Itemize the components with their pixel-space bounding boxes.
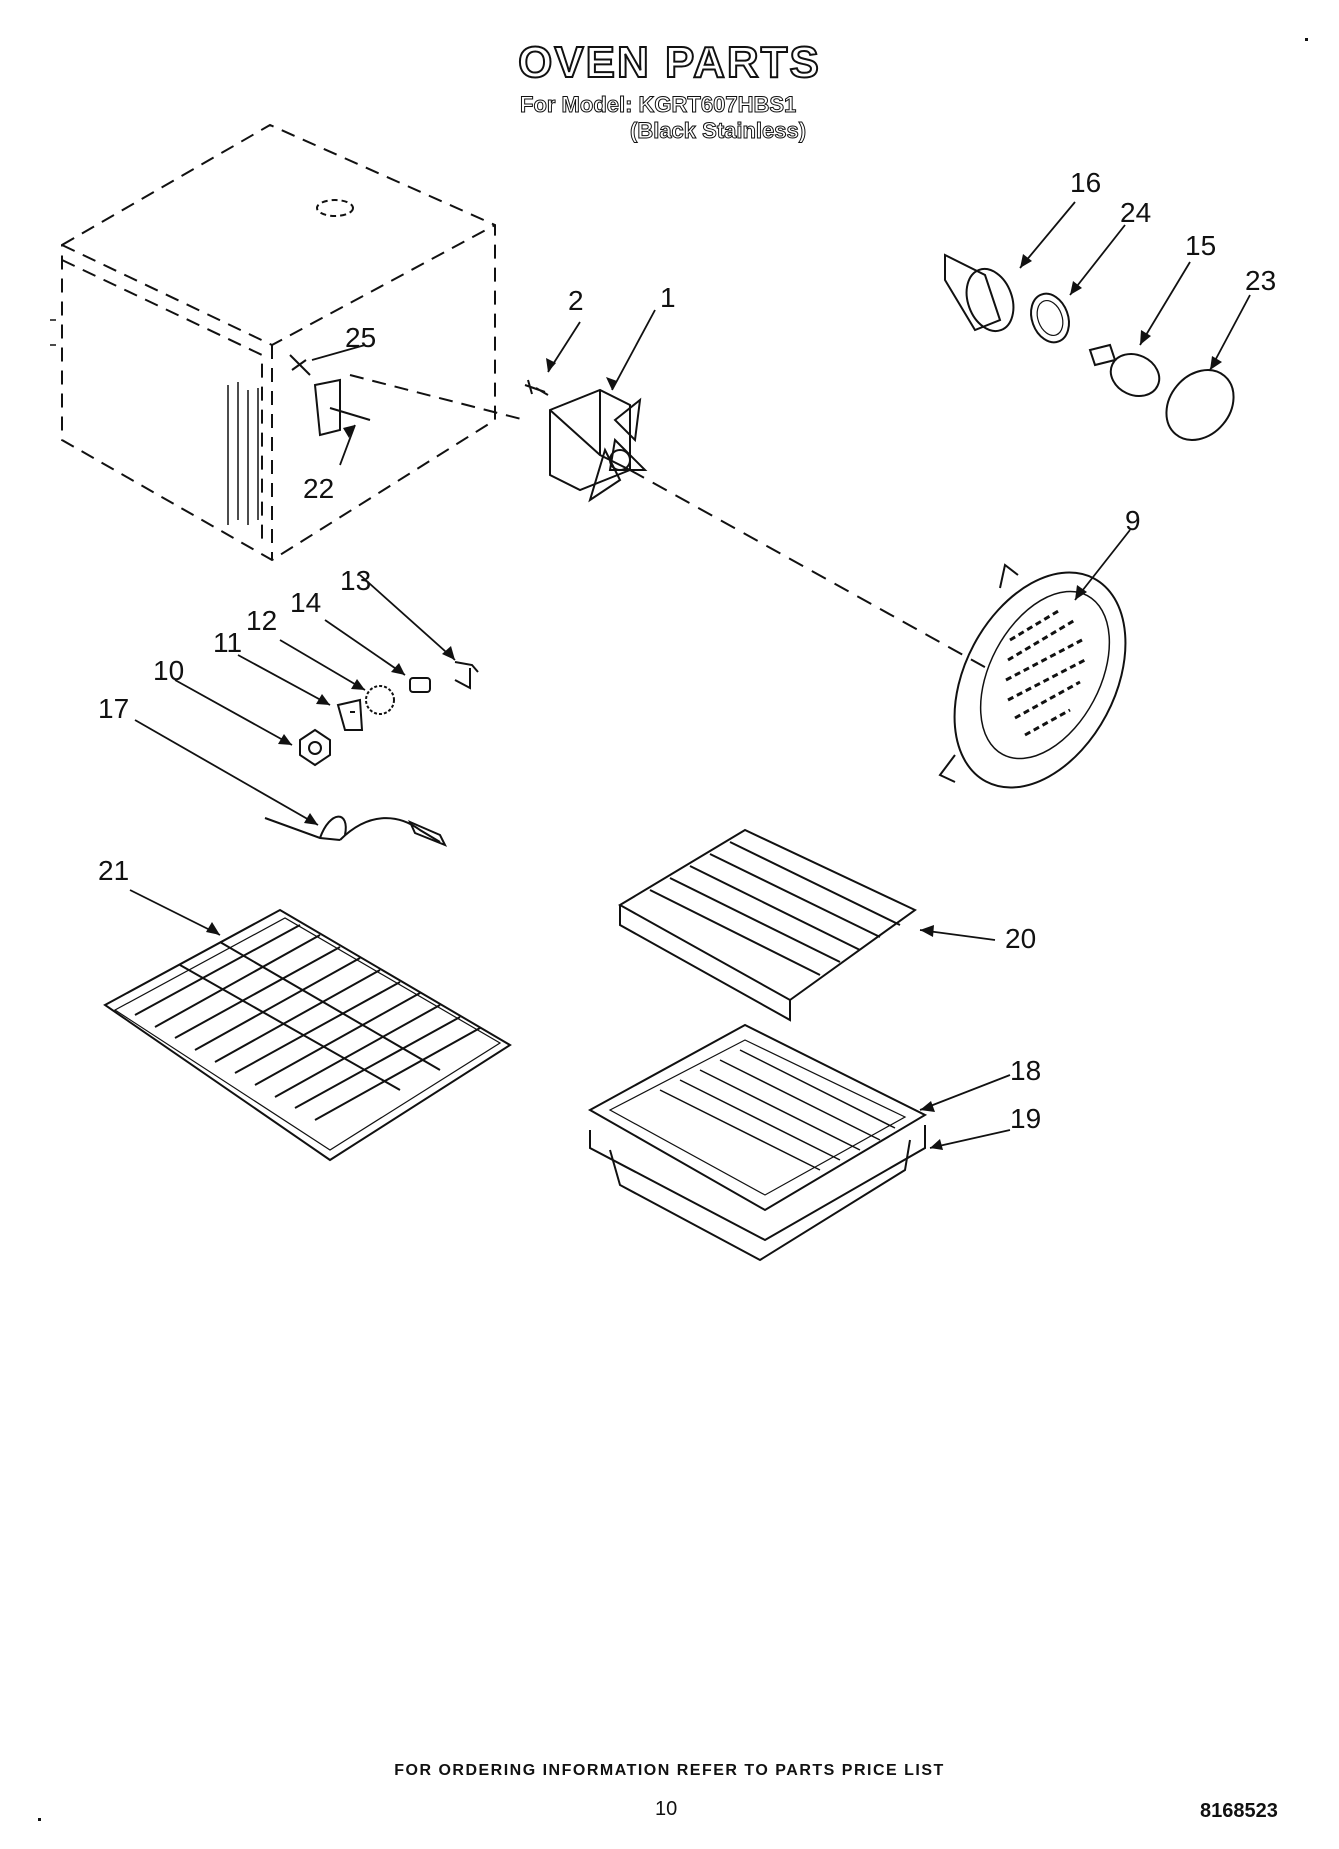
convection-fan-motor [549, 388, 648, 503]
callout-12: 12 [246, 605, 277, 636]
oven-sensor-22 [313, 378, 371, 437]
callout-14: 14 [290, 587, 321, 618]
page-title: OVEN PARTS [517, 38, 821, 87]
callout-16: 16 [1070, 167, 1101, 198]
scan-speck [38, 1818, 41, 1821]
screw-2 [524, 379, 549, 396]
callout-2: 2 [568, 285, 584, 316]
callout-21: 21 [98, 855, 129, 886]
fan-cover [938, 563, 1127, 789]
broiler-pan [589, 1125, 926, 1262]
nut-10 [299, 728, 331, 767]
cavity-side-vents [50, 319, 259, 525]
callout-22: 22 [303, 473, 334, 504]
clip-11 [336, 698, 364, 731]
light-lens [1165, 369, 1235, 441]
callout-10: 10 [153, 655, 184, 686]
light-bulb [1088, 343, 1161, 397]
callout-17: 17 [98, 693, 129, 724]
broiler-pan-insert [618, 828, 917, 1022]
callout-9: 9 [1125, 505, 1141, 536]
callout-23: 23 [1245, 265, 1276, 296]
callout-20: 20 [1005, 923, 1036, 954]
callout-11: 11 [213, 627, 242, 658]
callout-labels: 1 2 9 10 11 12 13 14 15 16 17 18 19 20 2… [98, 167, 1276, 1134]
screw-25 [289, 354, 311, 376]
finish-line: (Black Stainless) [629, 118, 807, 144]
scan-speck [1305, 38, 1308, 41]
leader-arrowheads [206, 254, 1222, 1150]
callout-1: 1 [660, 282, 676, 313]
document-number: 8168523 [1200, 1800, 1278, 1822]
washer-12 [365, 685, 395, 715]
leader-lines [129, 201, 1251, 1149]
bracket-13 [454, 661, 479, 690]
oven-rack [103, 908, 512, 1162]
title-block: OVEN PARTS [0, 38, 1339, 87]
meat-probe [264, 815, 448, 847]
light-gasket [1030, 292, 1070, 344]
callout-13: 13 [340, 565, 371, 596]
broiler-pan-grid [587, 1023, 928, 1212]
callout-24: 24 [1120, 197, 1151, 228]
callout-19: 19 [1010, 1103, 1041, 1134]
ordering-note: FOR ORDERING INFORMATION REFER TO PARTS … [394, 1762, 945, 1779]
callout-25: 25 [345, 322, 376, 353]
page-number: 10 [655, 1798, 678, 1820]
callout-18: 18 [1010, 1055, 1041, 1086]
cavity-top-hole [316, 199, 354, 217]
light-socket [944, 253, 1015, 332]
model-line: For Model: KGRT607HBS1 [519, 92, 797, 118]
callout-15: 15 [1185, 230, 1216, 261]
alignment-line [629, 469, 991, 671]
oven-cavity [61, 123, 526, 562]
spacer-14 [409, 677, 431, 693]
